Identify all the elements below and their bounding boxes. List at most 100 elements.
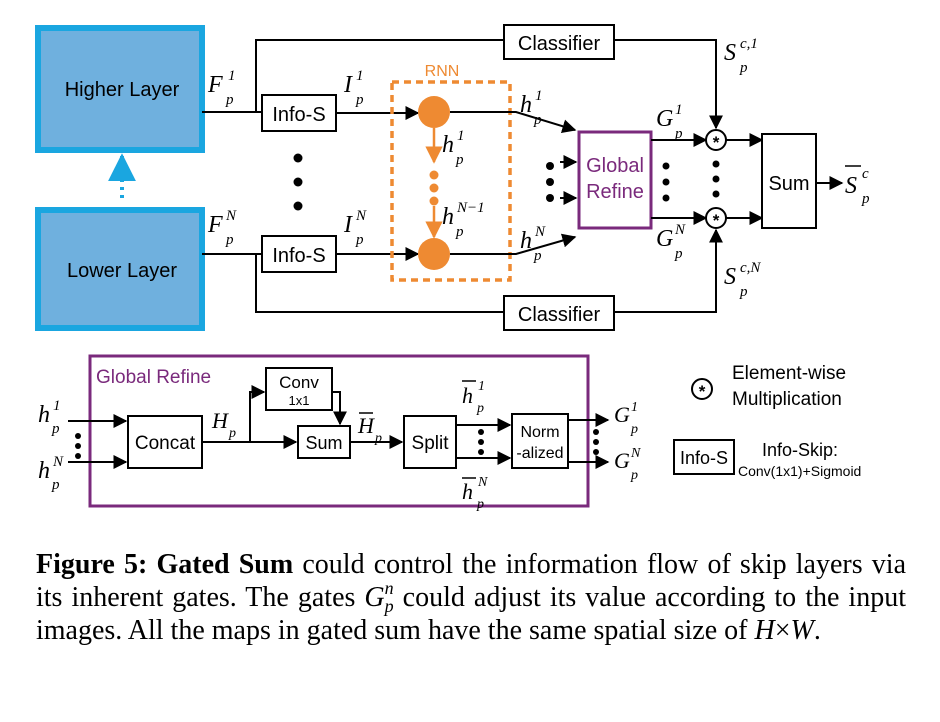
svg-text:Conv: Conv — [279, 373, 319, 392]
svg-text:N: N — [630, 446, 641, 461]
svg-text:Conv(1x1)+Sigmoid: Conv(1x1)+Sigmoid — [738, 463, 861, 479]
svg-text:1: 1 — [535, 88, 543, 104]
svg-text:N: N — [225, 208, 237, 224]
svg-text:G: G — [614, 448, 630, 473]
info-label-n: I N p — [343, 208, 367, 248]
svg-text:*: * — [699, 382, 706, 401]
svg-text:Split: Split — [412, 433, 450, 454]
svg-text:Info-Skip:: Info-Skip: — [762, 440, 838, 460]
ellipsis-h — [546, 162, 554, 202]
score-label-1: S c,1 p — [724, 36, 758, 76]
svg-text:I: I — [343, 72, 353, 98]
svg-text:p: p — [739, 284, 748, 300]
svg-text:S: S — [724, 264, 736, 290]
svg-text:h: h — [520, 228, 532, 254]
global-refine-title: Global Refine — [96, 367, 211, 388]
info-s-box-1: Info-S — [261, 94, 337, 132]
svg-text:p: p — [355, 232, 364, 248]
h-bar-label: H p — [357, 412, 382, 446]
rnn-box: RNN — [390, 63, 512, 282]
hidden-label-n1-inner: h N−1 p — [442, 200, 485, 240]
gate-label-1: G 1 p — [656, 102, 683, 142]
split-box: Split — [403, 415, 457, 469]
svg-text:Info-S: Info-S — [272, 245, 325, 267]
sum-box-bottom: Sum — [297, 425, 351, 459]
svg-text:p: p — [533, 248, 542, 264]
svg-text:p: p — [455, 224, 464, 240]
svg-text:I: I — [343, 212, 353, 238]
ellipsis-info-s — [293, 153, 303, 211]
hidden-label-1-inner: h 1 p — [442, 128, 465, 168]
svg-text:p: p — [739, 60, 748, 76]
h-label-concat: H p — [211, 408, 236, 441]
svg-text:-alized: -alized — [516, 445, 563, 462]
svg-text:F: F — [207, 212, 223, 238]
svg-text:G: G — [656, 226, 673, 252]
svg-text:N: N — [674, 222, 686, 238]
svg-text:h: h — [462, 383, 473, 408]
svg-text:Concat: Concat — [135, 433, 196, 454]
svg-text:p: p — [674, 126, 683, 142]
svg-text:N−1: N−1 — [456, 200, 485, 216]
feature-label-1: F 1 p — [207, 68, 236, 108]
gate-label-n: G N p — [656, 222, 686, 262]
svg-text:p: p — [630, 422, 638, 437]
svg-text:p: p — [51, 477, 60, 493]
svg-text:p: p — [51, 421, 60, 437]
svg-text:1: 1 — [228, 68, 236, 84]
svg-text:p: p — [455, 152, 464, 168]
higher-layer-box: Higher Layer — [35, 25, 205, 153]
svg-text:G: G — [614, 402, 630, 427]
rnn-node-1 — [418, 96, 450, 128]
svg-text:S: S — [724, 40, 736, 66]
output-gate-1: G 1 p — [614, 400, 638, 437]
ellipsis-split — [478, 429, 484, 455]
svg-text:*: * — [713, 133, 720, 152]
svg-text:S: S — [845, 173, 857, 199]
svg-text:h: h — [38, 402, 50, 428]
svg-text:p: p — [533, 112, 542, 128]
multiply-node-n: * — [705, 207, 727, 230]
svg-text:c,N: c,N — [740, 260, 761, 276]
svg-text:1: 1 — [457, 128, 465, 144]
svg-text:h: h — [462, 479, 473, 504]
input-h-1: h 1 p — [38, 398, 61, 437]
svg-text:c: c — [862, 166, 869, 182]
svg-text:p: p — [674, 246, 683, 262]
svg-text:Classifier: Classifier — [518, 304, 601, 326]
legend-info-s: Info-S Info-Skip: Conv(1x1)+Sigmoid — [673, 439, 861, 479]
svg-text:*: * — [713, 211, 720, 230]
concat-box: Concat — [127, 415, 203, 469]
svg-text:Classifier: Classifier — [518, 33, 601, 55]
svg-text:H: H — [357, 413, 375, 438]
svg-text:Info-S: Info-S — [680, 448, 728, 468]
svg-text:N: N — [52, 454, 64, 470]
svg-text:Multiplication: Multiplication — [732, 389, 842, 410]
normalized-box: Norm -alized — [511, 413, 569, 469]
svg-text:c,1: c,1 — [740, 36, 758, 52]
svg-text:Norm: Norm — [520, 424, 559, 441]
svg-text:Sum: Sum — [305, 433, 342, 453]
svg-text:Info-S: Info-S — [272, 104, 325, 126]
svg-text:p: p — [861, 191, 870, 207]
info-s-box-n: Info-S — [261, 235, 337, 273]
rnn-label: RNN — [425, 63, 460, 80]
svg-text:p: p — [225, 232, 234, 248]
svg-text:h: h — [520, 92, 532, 118]
global-refine-box: Global Refine — [577, 130, 653, 230]
figure-caption: Figure 5: Gated Sum could control the in… — [36, 549, 906, 646]
svg-text:N: N — [534, 224, 546, 240]
svg-text:h: h — [442, 132, 454, 158]
ellipsis-normalized — [593, 429, 599, 455]
svg-text:h: h — [38, 458, 50, 484]
svg-text:p: p — [476, 497, 484, 512]
global-refine-detail-box: Global Refine — [88, 354, 590, 508]
svg-text:p: p — [374, 431, 382, 446]
svg-text:Refine: Refine — [586, 181, 644, 203]
svg-text:p: p — [355, 92, 364, 108]
ellipsis-inputs — [75, 433, 81, 459]
ellipsis-gr-right — [662, 162, 670, 202]
output-score-label: S c p — [845, 165, 870, 207]
h-bar-1-label: h 1 p — [462, 379, 485, 416]
svg-text:p: p — [476, 401, 484, 416]
